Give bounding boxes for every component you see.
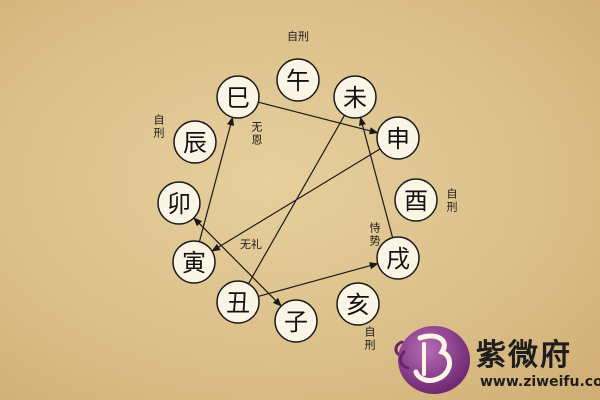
node-label-wu: 午 <box>286 67 310 95</box>
node-circle-si <box>216 75 260 119</box>
node-label-shen: 申 <box>386 125 410 153</box>
node-shen: 申 <box>376 116 420 160</box>
annotation-wuli: 无礼 <box>240 237 262 251</box>
node-label-you: 酉 <box>404 187 428 215</box>
annotation-chen: 自刑 <box>154 114 165 140</box>
node-circle-hai <box>336 282 380 326</box>
brand-name: 紫微府 <box>476 338 572 373</box>
node-wu: 午 <box>276 58 320 102</box>
node-circle-chou <box>216 280 260 324</box>
node-zi: 子 <box>274 299 318 343</box>
edge-zi-mao <box>193 217 282 307</box>
annotation-wu: 自刑 <box>287 30 309 43</box>
node-circle-wu <box>276 58 320 102</box>
node-circle-mao <box>157 181 201 225</box>
annotation-wuen: 无恩 <box>252 121 263 147</box>
node-circle-shen <box>376 116 420 160</box>
node-you: 酉 <box>394 178 438 222</box>
node-yin: 寅 <box>172 240 216 284</box>
edge-xu-wei <box>359 116 394 238</box>
node-wei: 未 <box>333 75 377 119</box>
node-chen: 辰 <box>173 120 217 164</box>
annotation-shishi: 恃势 <box>370 221 381 248</box>
node-mao: 卯 <box>157 181 201 225</box>
node-si: 巳 <box>216 75 260 119</box>
node-circle-chen <box>173 120 217 164</box>
node-label-chen: 辰 <box>183 129 207 157</box>
nodes-layer: 午未 巳辰 申酉 卯寅 戌丑子 亥 <box>157 58 438 343</box>
node-label-yin: 寅 <box>182 249 206 277</box>
node-circle-xu <box>376 236 420 280</box>
node-hai: 亥 <box>336 282 380 326</box>
node-circle-you <box>394 178 438 222</box>
brand-url: www.ziweifu.com <box>480 374 600 390</box>
node-label-zi: 子 <box>284 308 308 336</box>
edges-layer <box>193 101 394 307</box>
node-chou: 丑 <box>216 280 260 324</box>
node-circle-yin <box>172 240 216 284</box>
brand-logo-icon <box>394 326 470 394</box>
annotation-you: 自刑 <box>447 188 458 214</box>
node-circle-zi <box>274 299 318 343</box>
node-label-chou: 丑 <box>226 289 250 317</box>
node-circle-wei <box>333 75 377 119</box>
edge-si-shen <box>258 101 379 135</box>
node-label-hai: 亥 <box>346 291 370 319</box>
node-xu: 戌 <box>376 236 420 280</box>
edge-wei-chou <box>247 114 346 285</box>
node-label-xu: 戌 <box>386 245 410 273</box>
brand-watermark: 紫微府 www.ziweifu.com <box>390 322 600 400</box>
node-label-si: 巳 <box>226 84 250 112</box>
annotation-hai: 自刑 <box>365 326 376 352</box>
node-label-wei: 未 <box>343 84 367 112</box>
node-label-mao: 卯 <box>167 190 191 218</box>
